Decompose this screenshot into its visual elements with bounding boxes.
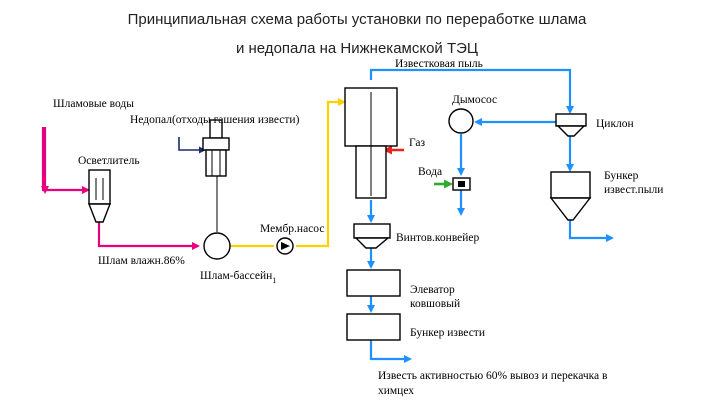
membrane-pump (276, 237, 294, 255)
lime-bunker (346, 313, 401, 341)
sludge-pool (203, 232, 231, 260)
output-label-line-1: Известь активностью 60% вывоз и перекачк… (378, 370, 608, 382)
rotary-kiln (344, 87, 398, 199)
slurry-flow-lines (230, 98, 346, 248)
lime-slaker (202, 119, 230, 177)
cyclone (555, 113, 587, 137)
elevator-label-line-2: ковшовый (410, 298, 460, 310)
cyclone-label: Циклон (596, 118, 634, 130)
lime-dust-bunker (549, 171, 592, 221)
output-label-line-2: химцех (378, 385, 414, 397)
sludge-flow-lines (41, 127, 200, 250)
screw-conveyor (353, 223, 391, 249)
smoke-exhauster (448, 108, 474, 134)
diagram-title-line-2: и недопала на Нижнекамской ТЭЦ (236, 40, 478, 57)
water-label: Вода (418, 166, 442, 178)
underburn-input-arrow (178, 137, 206, 154)
membrane-pump-label: Мембр.насос (260, 223, 324, 235)
lime-bunker-label: Бункер извести (410, 327, 485, 339)
clarifier-label: Осветлитель (78, 155, 140, 167)
underburn-label: Недопал(отходы гашения извести) (130, 114, 300, 126)
gas-label: Газ (409, 137, 425, 149)
sludge-water-label: Шламовые воды (53, 98, 134, 110)
dust-bunker-label-line-2: извест.пыли (604, 184, 663, 196)
sludge-moisture-label: Шлам влажн.86% (98, 255, 185, 267)
dust-bunker-label-line-1: Бункер (604, 170, 639, 182)
sludge-pool-label: Шлам-бассейн1 (200, 270, 276, 285)
clarifier (87, 169, 112, 223)
lime-flow-lines (367, 68, 614, 363)
elevator-label-line-1: Элеватор (410, 284, 455, 296)
bucket-elevator (346, 269, 401, 297)
smoke-exhauster-label: Дымосос (452, 94, 497, 106)
water-mixer (452, 177, 471, 191)
diagram-title-line-1: Принципиальная схема работы установки по… (128, 11, 587, 28)
screw-conveyor-label: Винтов.конвейер (396, 232, 480, 244)
lime-dust-label: Известковая пыль (395, 58, 483, 70)
